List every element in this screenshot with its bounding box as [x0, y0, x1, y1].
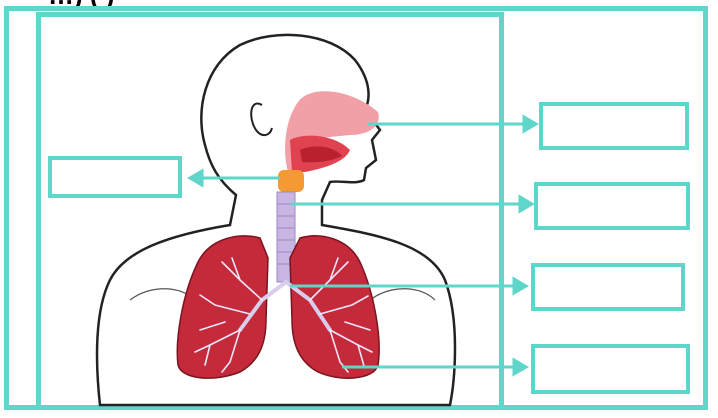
body-outline [97, 35, 455, 405]
arrowhead-lungs [514, 360, 526, 374]
arrowhead-nasal-cavity [524, 117, 536, 131]
label-box-lungs[interactable] [531, 344, 690, 394]
arrowhead-larynx [190, 171, 202, 185]
arrowhead-trachea [520, 197, 532, 211]
larynx-shape [278, 170, 304, 192]
label-box-nasal-cavity[interactable] [539, 102, 689, 150]
label-box-larynx[interactable] [48, 156, 182, 198]
label-box-bronchi[interactable] [531, 263, 685, 311]
label-box-trachea[interactable] [534, 182, 690, 230]
arrowhead-bronchi [514, 279, 526, 293]
